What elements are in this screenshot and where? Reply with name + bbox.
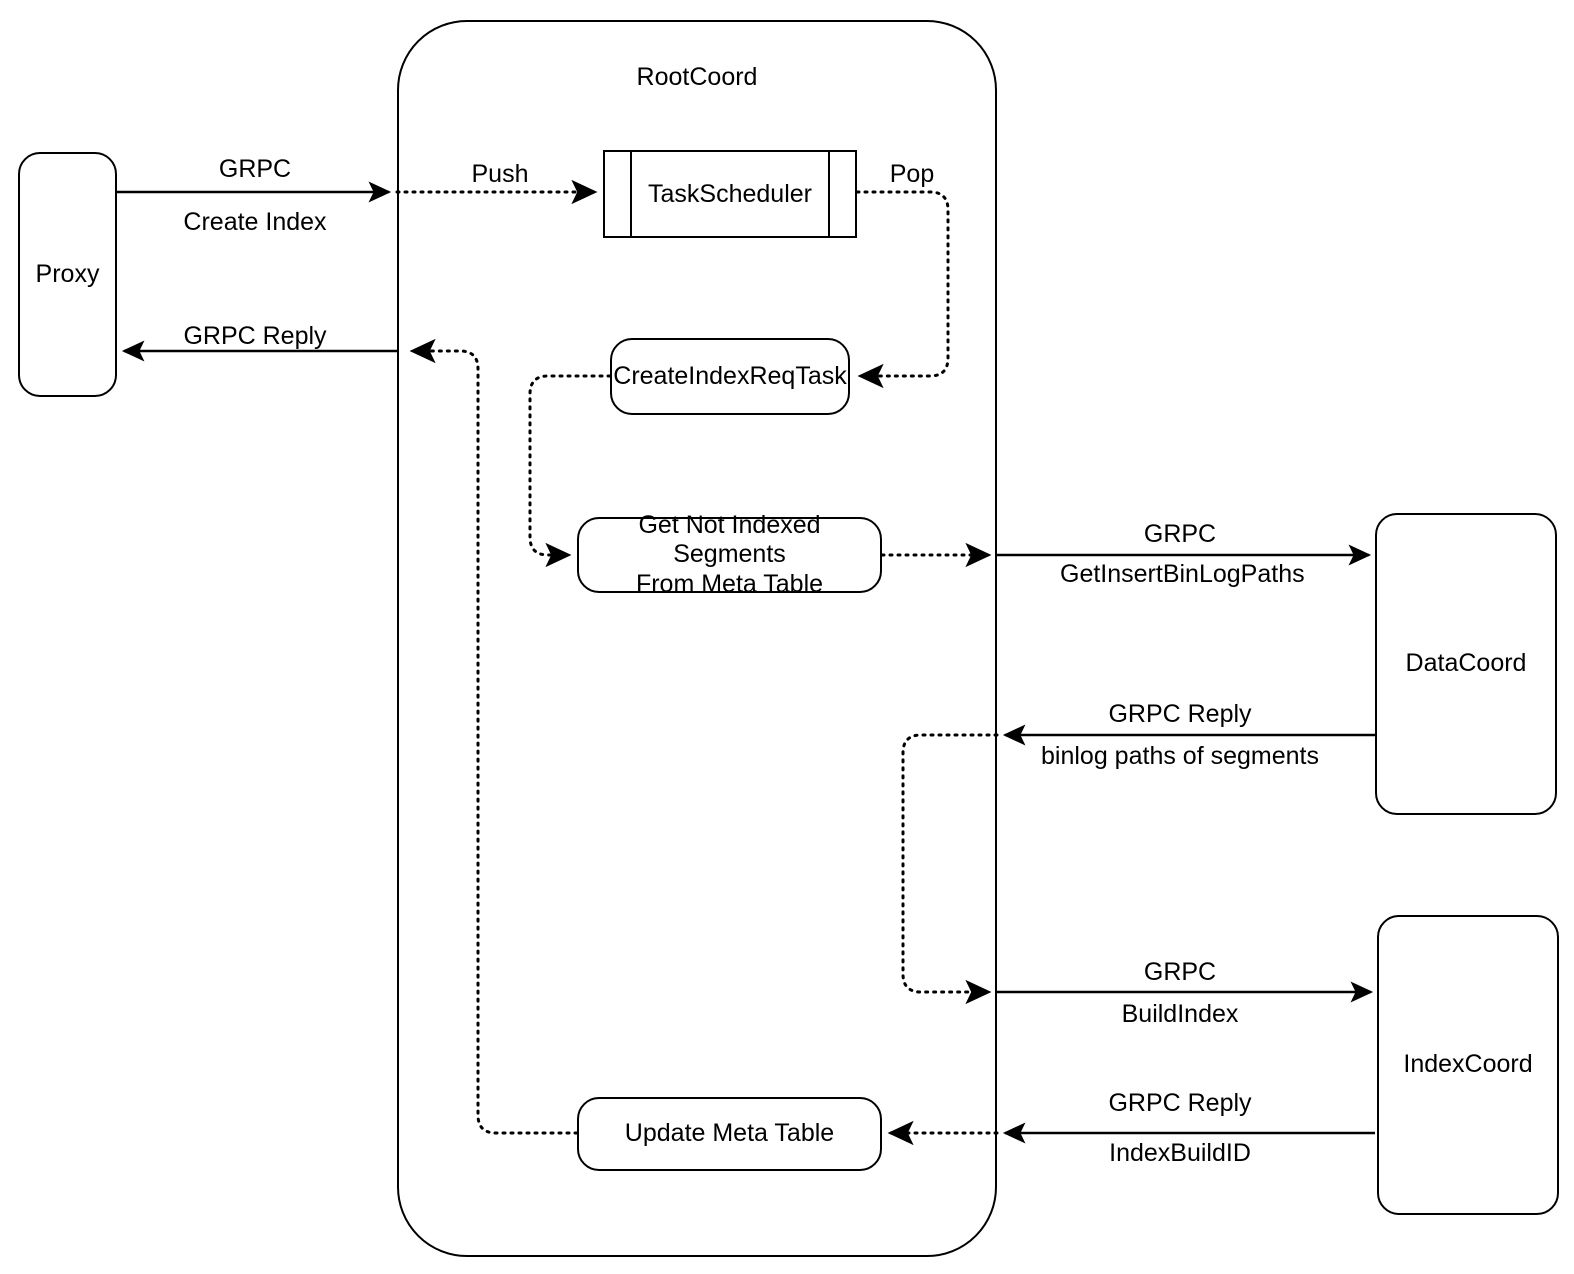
node-datacoord[interactable]: DataCoord: [1375, 513, 1557, 815]
node-task-scheduler-label-wrap: TaskScheduler: [632, 152, 828, 236]
rootcoord-container: [397, 20, 997, 1257]
edge-label-indexcoord-reply: GRPC Reply: [1108, 1089, 1252, 1117]
rootcoord-title: RootCoord: [636, 63, 758, 91]
edge-label-index-build-id: IndexBuildID: [1109, 1139, 1251, 1167]
edge-label-datacoord-grpc: GRPC: [1143, 520, 1217, 548]
edge-label-build-index: BuildIndex: [1121, 1000, 1239, 1028]
node-datacoord-label: DataCoord: [1405, 649, 1527, 678]
edge-label-pop: Pop: [889, 160, 935, 188]
edge-label-datacoord-reply: GRPC Reply: [1108, 700, 1252, 728]
node-update-meta-table[interactable]: Update Meta Table: [577, 1097, 882, 1171]
edge-label-binlog-paths-of-segments: binlog paths of segments: [1041, 742, 1319, 770]
node-indexcoord-label: IndexCoord: [1403, 1050, 1533, 1079]
node-get-not-indexed-segments[interactable]: Get Not Indexed Segments From Meta Table: [577, 511, 882, 598]
edge-label-get-insert-binlog-paths: GetInsertBinLogPaths: [1060, 560, 1305, 588]
edge-label-indexcoord-grpc: GRPC: [1143, 958, 1217, 986]
edge-label-push: Push: [471, 160, 529, 188]
node-proxy[interactable]: Proxy: [18, 152, 117, 397]
edge-label-proxy-create-index: Create Index: [183, 208, 327, 236]
node-proxy-label: Proxy: [35, 259, 100, 288]
edge-label-grpc-reply-proxy: GRPC Reply: [183, 322, 327, 350]
node-update-meta-table-label: Update Meta Table: [624, 1119, 835, 1148]
edge-label-proxy-grpc: GRPC: [218, 155, 292, 183]
task-scheduler-slot-right: [828, 152, 855, 236]
node-get-not-indexed-segments-label-line1: Get Not Indexed Segments: [638, 510, 821, 569]
node-create-index-req-task[interactable]: CreateIndexReqTask: [610, 338, 850, 415]
task-scheduler-slot-left: [605, 152, 632, 236]
node-get-not-indexed-segments-label-line2: From Meta Table: [635, 569, 824, 598]
node-task-scheduler-label: TaskScheduler: [648, 179, 812, 208]
node-create-index-req-task-label: CreateIndexReqTask: [613, 361, 847, 390]
node-task-scheduler[interactable]: TaskScheduler: [603, 150, 857, 238]
node-indexcoord[interactable]: IndexCoord: [1377, 915, 1559, 1215]
